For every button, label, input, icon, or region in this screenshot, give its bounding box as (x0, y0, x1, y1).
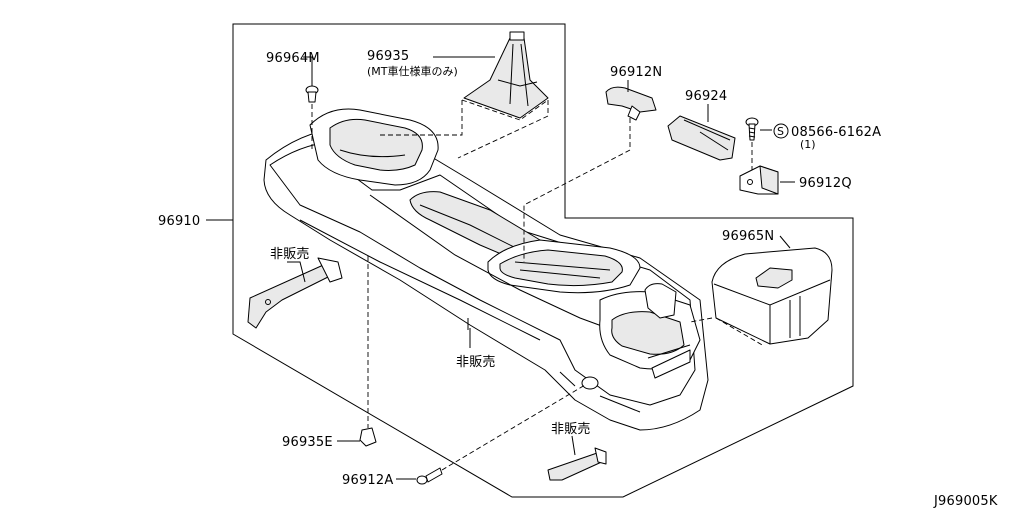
screw-symbol-letter: S (777, 125, 784, 138)
label-08566-qty: (1) (800, 138, 816, 151)
assembly-frame (232, 23, 854, 498)
label-96935E: 96935E (282, 435, 333, 450)
center-console-body (263, 108, 709, 431)
label-96964M: 96964M (266, 51, 320, 66)
plate-96924 (667, 115, 736, 161)
screw-08566 (745, 117, 759, 141)
clip-96964M (305, 85, 319, 103)
label-96935-note: (MT車仕様車のみ) (367, 64, 458, 78)
label-96912Q: 96912Q (799, 176, 852, 191)
bracket-96912Q (739, 165, 779, 195)
label-96910: 96910 (158, 214, 200, 229)
screw-symbol-circle (773, 123, 789, 139)
lid-96965N (711, 247, 833, 345)
label-not-sold-middle: 非販売 (456, 354, 496, 370)
clip-96935E (359, 427, 377, 447)
label-96935: 96935 (367, 49, 409, 64)
screw-96912A (416, 467, 443, 485)
label-96924: 96924 (685, 89, 727, 104)
shift-boot-96935 (463, 31, 549, 119)
label-96912N: 96912N (610, 65, 662, 80)
diagram-code: J969005K (933, 494, 998, 509)
label-08566-6162A: 08566-6162A (791, 125, 881, 140)
label-96965N: 96965N (722, 229, 774, 244)
left-bracket-not-sold (247, 257, 343, 329)
label-96912A: 96912A (342, 473, 393, 488)
bottom-bracket-not-sold (547, 447, 607, 481)
label-not-sold-bottom: 非販売 (551, 421, 591, 437)
bracket-96912N (605, 86, 657, 121)
label-not-sold-left: 非販売 (270, 246, 310, 262)
